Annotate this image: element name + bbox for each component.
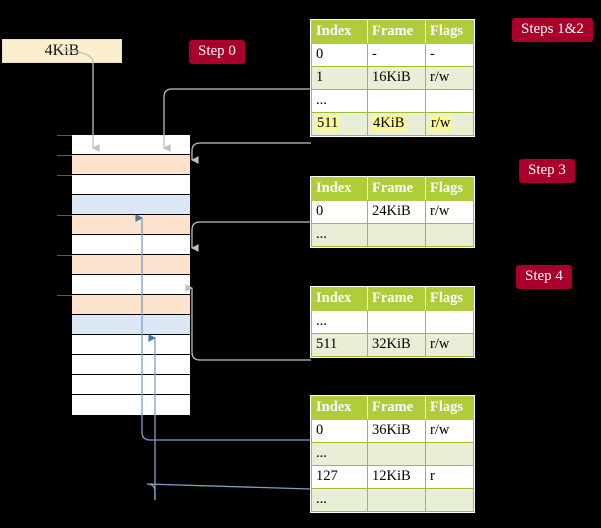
frame-tick-1 (57, 155, 72, 156)
table-cell-index: 0 (311, 43, 368, 67)
table-cell-index: 0 (311, 200, 368, 224)
table-cell-index: ... (311, 310, 368, 334)
table-cell-frame (367, 488, 426, 512)
column-header-index: Index (311, 20, 368, 44)
column-header-index: Index (311, 177, 368, 201)
memory-frame-row (72, 155, 190, 175)
memory-frame-row (72, 295, 190, 315)
memory-frame-row (72, 375, 190, 395)
column-header-index: Index (311, 396, 368, 420)
column-header-frame: Frame (367, 20, 426, 44)
column-header-flags: Flags (425, 287, 474, 311)
memory-frame-row (72, 215, 190, 235)
table-cell-frame (367, 310, 426, 334)
table-cell-frame: 12KiB (367, 465, 426, 489)
highlighted-value: 511 (316, 115, 340, 131)
table-cell-flags: - (425, 43, 474, 67)
table-cell-index: 127 (311, 465, 368, 489)
column-header-flags: Flags (425, 177, 474, 201)
table-row: ... (311, 89, 474, 113)
table-cell-frame: 4KiB (367, 112, 426, 136)
table-cell-frame: 24KiB (367, 200, 426, 224)
table-cell-index: ... (311, 223, 368, 247)
memory-frame-row (72, 195, 190, 215)
column-header-flags: Flags (425, 396, 474, 420)
table-cell-frame (367, 89, 426, 113)
table-cell-flags: r (425, 465, 474, 489)
memory-frame-row (72, 395, 190, 415)
table-cell-flags (425, 442, 474, 466)
frame-tick-2 (57, 175, 72, 176)
table-cell-frame (367, 223, 426, 247)
step-badge-step-4: Step 4 (516, 265, 572, 289)
column-header-frame: Frame (367, 177, 426, 201)
memory-frame-row (72, 235, 190, 255)
frame-tick-0 (57, 135, 72, 136)
table-cell-frame: 16KiB (367, 66, 426, 90)
memory-frame-row (72, 275, 190, 295)
table-cell-flags: r/w (425, 333, 474, 357)
table-cell-flags (425, 488, 474, 512)
highlighted-value: 4KiB (372, 115, 406, 131)
table-cell-flags: r/w (425, 419, 474, 443)
frame-tick-5 (57, 295, 72, 296)
table-cell-index: ... (311, 442, 368, 466)
memory-frame-row (72, 255, 190, 275)
memory-frame-row (72, 175, 190, 195)
table-cell-index: 0 (311, 419, 368, 443)
table-row: ... (311, 310, 474, 334)
step-badge-step-0: Step 0 (189, 40, 245, 64)
table-cell-flags (425, 89, 474, 113)
column-header-flags: Flags (425, 20, 474, 44)
size-label-4kib: 4KiB (2, 39, 122, 63)
memory-frame-row (72, 355, 190, 375)
table-cell-index: 511 (311, 333, 368, 357)
table-cell-flags (425, 310, 474, 334)
frame-tick-4 (57, 255, 72, 256)
memory-frame-row (72, 335, 190, 355)
table-cell-flags: r/w (425, 200, 474, 224)
table-cell-frame: - (367, 43, 426, 67)
table-cell-index: 1 (311, 66, 368, 90)
table-row: ... (311, 442, 474, 466)
physical-memory-frame-column (71, 134, 191, 415)
table-cell-index: ... (311, 488, 368, 512)
table-cell-frame: 36KiB (367, 419, 426, 443)
table-row: ... (311, 223, 474, 247)
table-cell-flags: r/w (425, 66, 474, 90)
table-cell-index: ... (311, 89, 368, 113)
column-header-frame: Frame (367, 396, 426, 420)
step-badge-step-3: Step 3 (519, 159, 575, 183)
table-row: ... (311, 488, 474, 512)
column-header-frame: Frame (367, 287, 426, 311)
table-cell-index: 511 (311, 112, 368, 136)
column-header-index: Index (311, 287, 368, 311)
table-cell-flags: r/w (425, 112, 474, 136)
memory-frame-row (72, 135, 190, 155)
memory-frame-row (72, 315, 190, 335)
table-cell-flags (425, 223, 474, 247)
step-badge-steps-1-2: Steps 1&2 (512, 18, 593, 42)
table-cell-frame (367, 442, 426, 466)
highlighted-value: r/w (430, 115, 452, 131)
table-row: 511 4KiB r/w (311, 112, 474, 136)
table-cell-frame: 32KiB (367, 333, 426, 357)
frame-tick-3 (57, 215, 72, 216)
table-row: 0-- (311, 43, 474, 67)
